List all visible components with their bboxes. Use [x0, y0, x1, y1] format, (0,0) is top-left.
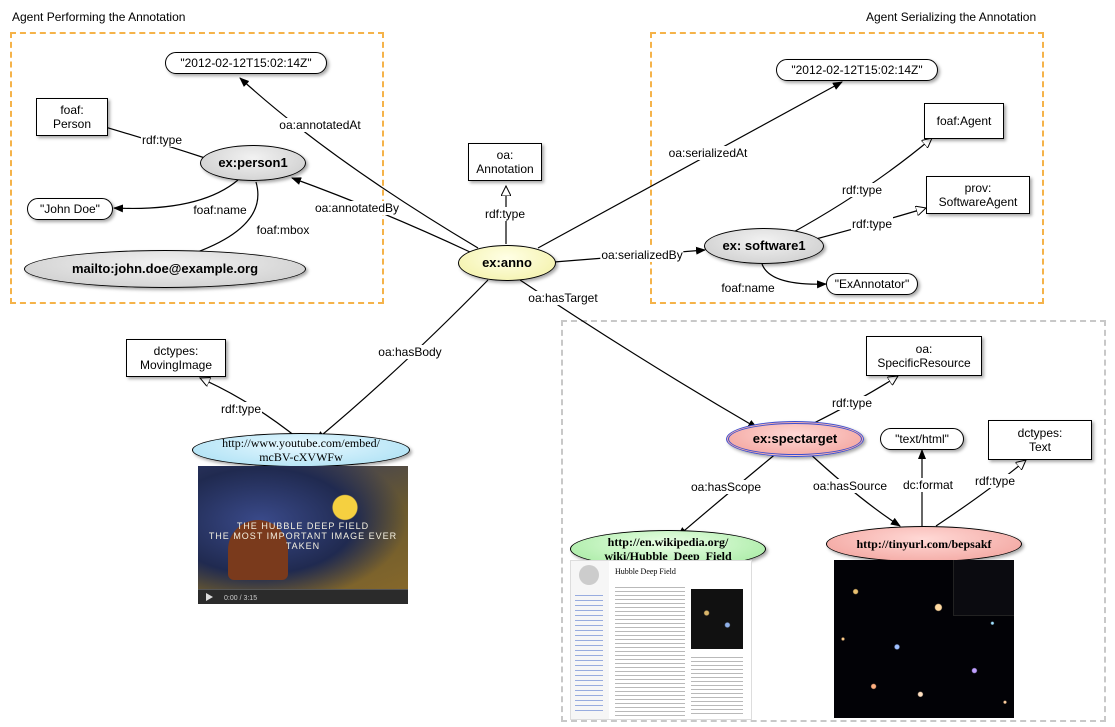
group-title-performing: Agent Performing the Annotation	[12, 10, 186, 24]
label-body-type: rdf:type	[219, 402, 263, 416]
label-serialized-at: oa:serializedAt	[667, 146, 749, 160]
node-oa-specific-resource: oa: SpecificResource	[866, 336, 982, 376]
label-annotated-at: oa:annotatedAt	[278, 118, 362, 132]
edge-annotated-by	[291, 177, 471, 253]
wikipedia-globe-icon	[579, 565, 599, 585]
node-john-doe: "John Doe"	[27, 198, 113, 220]
label-source-type: rdf:type	[973, 474, 1017, 488]
label-software-type2: rdf:type	[850, 217, 894, 231]
video-control-bar[interactable]: 0:00 / 3:15	[198, 589, 408, 604]
label-dc-format: dc:format	[901, 478, 955, 492]
edge-foaf-name	[113, 179, 239, 213]
node-exannotator: "ExAnnotator"	[826, 273, 918, 295]
node-dctypes-movingimage: dctypes: MovingImage	[126, 339, 226, 377]
edge-has-body	[315, 279, 489, 441]
node-tinyurl: http://tinyurl.com/bepsakf	[826, 526, 1022, 562]
label-serialized-by: oa:serializedBy	[600, 248, 684, 262]
deep-field-thumbnail	[834, 560, 1014, 718]
node-youtube-url: http://www.youtube.com/embed/ mcBV-cXVWF…	[192, 433, 410, 467]
label-has-target: oa:hasTarget	[527, 291, 599, 305]
label-software-type1: rdf:type	[840, 183, 884, 197]
label-has-body: oa:hasBody	[377, 345, 443, 359]
node-software1: ex: software1	[704, 228, 824, 264]
node-oa-annotation: oa: Annotation	[468, 143, 542, 181]
node-anno: ex:anno	[458, 245, 556, 281]
node-text-html: "text/html"	[880, 428, 964, 450]
edge-has-source	[807, 451, 901, 527]
video-time: 0:00 / 3:15	[224, 595, 258, 602]
node-dctypes-text: dctypes: Text	[988, 420, 1092, 460]
node-person1: ex:person1	[200, 145, 306, 181]
wikipedia-thumbnail: Hubble Deep Field	[570, 560, 752, 720]
edge-annotated-at	[239, 77, 479, 249]
video-thumbnail: THE HUBBLE DEEP FIELD THE MOST IMPORTANT…	[198, 466, 408, 604]
label-software-name: foaf:name	[720, 281, 776, 295]
video-caption: THE HUBBLE DEEP FIELD THE MOST IMPORTANT…	[208, 521, 398, 551]
node-foaf-agent: foaf:Agent	[924, 103, 1004, 139]
group-serializing-agent	[650, 32, 1044, 304]
label-foaf-name: foaf:name	[192, 203, 248, 217]
edge-foaf-mbox	[179, 181, 259, 260]
node-serialized-time: "2012-02-12T15:02:14Z"	[776, 59, 938, 81]
node-mailto: mailto:john.doe@example.org	[24, 250, 306, 288]
node-annotated-time: "2012-02-12T15:02:14Z"	[165, 52, 327, 74]
group-title-serializing: Agent Serializing the Annotation	[866, 10, 1037, 24]
node-prov-software-agent: prov: SoftwareAgent	[926, 176, 1030, 214]
label-anno-type: rdf:type	[483, 207, 527, 221]
node-spectarget: ex:spectarget	[726, 421, 864, 457]
label-has-source: oa:hasSource	[811, 479, 889, 493]
edge-has-scope	[677, 451, 779, 537]
wikipedia-page-title: Hubble Deep Field	[615, 567, 676, 576]
label-spectarget-type: rdf:type	[830, 396, 874, 410]
edge-software-name	[761, 263, 827, 289]
label-annotated-by: oa:annotatedBy	[313, 201, 401, 215]
node-foaf-person: foaf: Person	[36, 98, 108, 136]
label-has-scope: oa:hasScope	[689, 480, 763, 494]
group-specific-target	[561, 320, 1106, 722]
edge-source-type	[935, 460, 1026, 527]
group-performing-agent	[10, 32, 384, 304]
label-person-type: rdf:type	[140, 133, 184, 147]
label-foaf-mbox: foaf:mbox	[255, 223, 311, 237]
edge-serialized-at	[537, 81, 843, 249]
play-icon[interactable]	[206, 593, 213, 601]
